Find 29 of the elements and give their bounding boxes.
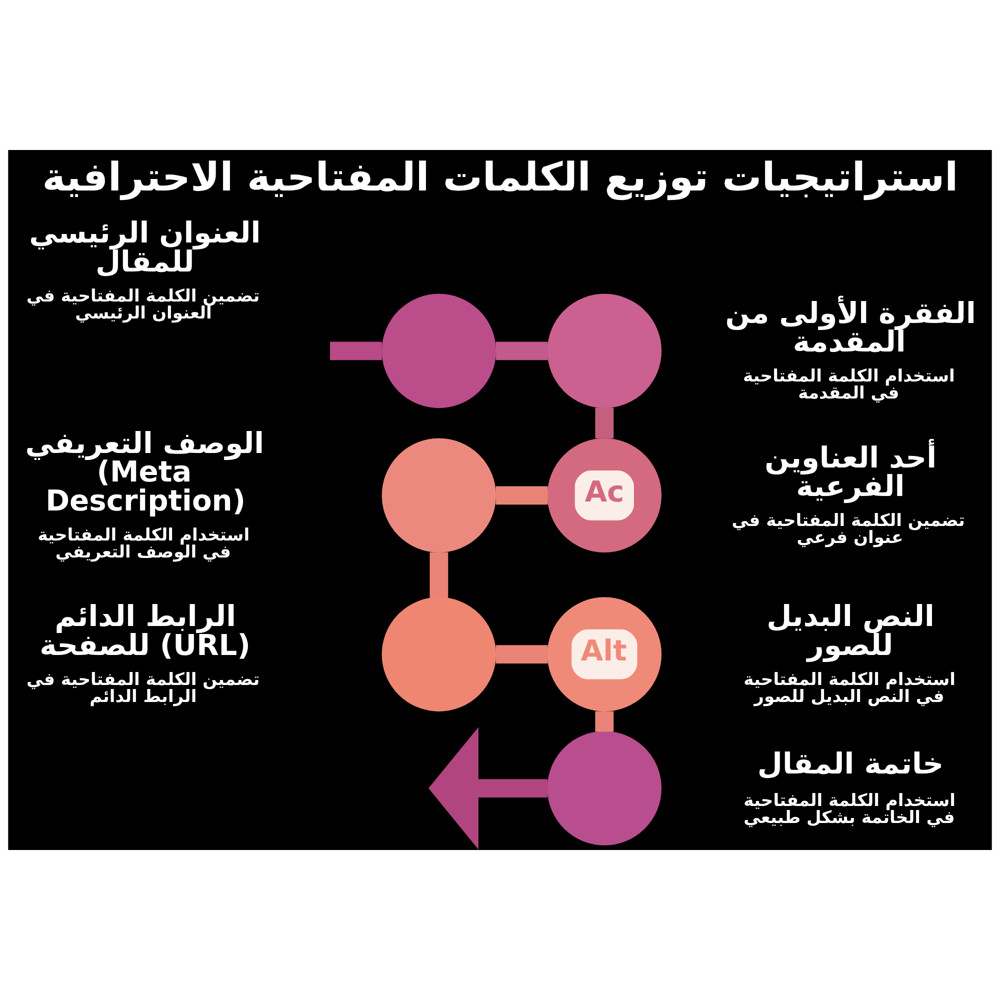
node-circle (382, 438, 496, 553)
connector (496, 486, 548, 505)
diagram-title: استراتيجيات توزيع الكلمات المفتاحية الاحترافية (42, 154, 958, 201)
node-label: النص البديل للصور (766, 599, 934, 662)
node-circle: Ac (547, 438, 662, 553)
node-label: تضمين الكلمة المفتاحية في عنوان فرعي (732, 511, 965, 548)
node-circle (547, 294, 662, 408)
node-circle (382, 597, 496, 712)
connector (595, 408, 614, 438)
node-label: تضمين الكلمة المفتاحية في العنوان الرئيسي (26, 286, 260, 324)
connector (595, 711, 614, 732)
arrow (428, 727, 548, 850)
node-label: الفقرة الأولى من المقدمة (725, 296, 976, 359)
node-label: خاتمة المقال (757, 746, 944, 780)
node-circle: Alt (547, 597, 662, 712)
node-circle (547, 731, 662, 846)
node-label: استخدام الكلمة المفتاحية في المقدمة (742, 366, 955, 404)
node-label: الرابط الدائم للصفحة (URL) (40, 599, 250, 662)
connector (496, 342, 548, 360)
connector (496, 645, 548, 664)
node-label: استخدام الكلمة المفتاحية في الخاتمة بشكل طبيعي (744, 790, 956, 828)
node-circle (382, 294, 496, 408)
connector (330, 342, 382, 360)
node-label: تضمين الكلمة المفتاحية في الرابط الدائم (26, 670, 260, 708)
node-label: استخدام الكلمة المفتاحية في النص البديل للصور (744, 670, 956, 708)
node-label: استخدام الكلمة المفتاحية في الوصف التعريفي (38, 526, 250, 563)
connector (430, 552, 448, 598)
node-label: العنوان الرئيسي للمقال (29, 216, 261, 279)
node-label: أحد العناوين الفرعية (764, 440, 937, 504)
